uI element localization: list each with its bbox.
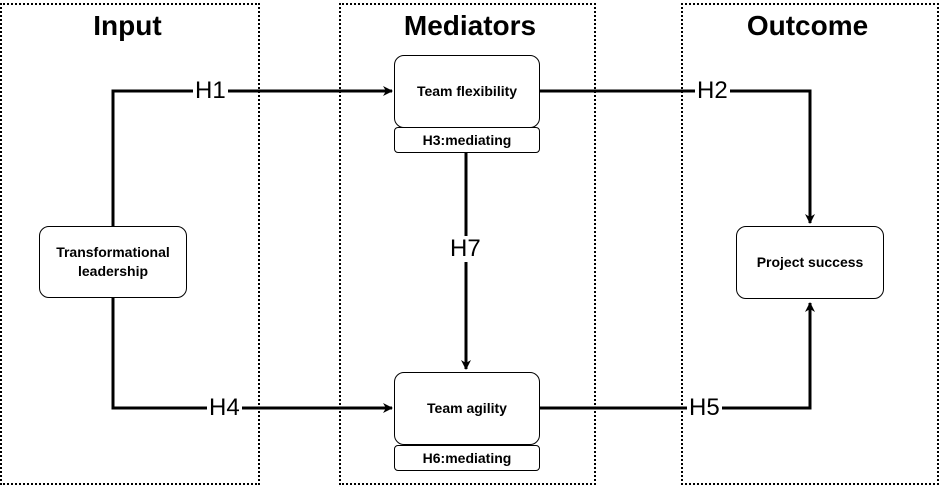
mediators-title: Mediators [403,10,537,41]
outcome-title: Outcome [746,10,869,41]
h3-mediating-tag: H3:mediating [394,127,540,153]
input-title: Input [93,10,162,41]
h6-mediating-tag: H6:mediating [394,445,540,471]
h1-label: H1 [193,77,228,104]
mediators-section [339,3,596,485]
h5-label: H5 [687,394,722,421]
team-agility-node: Team agility [394,372,540,445]
h4-label: H4 [207,394,242,421]
edge-h1 [111,86,393,226]
h2-label: H2 [695,77,730,104]
outcome-section [681,3,939,485]
edge-h4 [111,298,393,413]
team-flexibility-node: Team flexibility [394,55,540,128]
transformational-leadership-node: Transformational leadership [39,226,187,298]
input-section [0,3,260,485]
edge-h5 [540,302,815,410]
h7-label: H7 [448,235,483,262]
edge-h2 [540,89,815,224]
project-success-node: Project success [736,226,884,299]
